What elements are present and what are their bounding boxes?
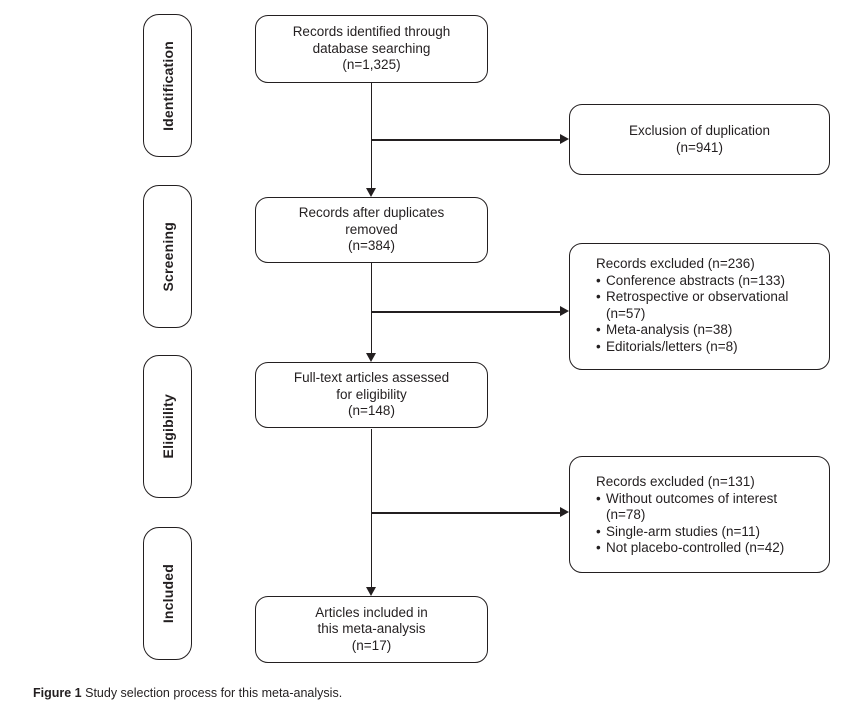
box-text-line: (n=384)	[348, 238, 395, 254]
box-records-excluded-screening: Records excluded (n=236) • Conference ab…	[569, 243, 830, 370]
box-text-line: for eligibility	[336, 386, 407, 402]
arrow-right-icon	[560, 507, 569, 518]
stage-eligibility: Eligibility	[143, 355, 192, 498]
stage-label: Screening	[159, 221, 176, 292]
bullet-icon: •	[596, 338, 601, 354]
box-text-line: (n=941)	[676, 139, 723, 155]
box-text-line: (n=17)	[351, 637, 392, 653]
box-exclusion-duplication: Exclusion of duplication (n=941)	[569, 104, 830, 175]
box-records-excluded-eligibility: Records excluded (n=131) • Without outco…	[569, 456, 830, 573]
stage-label: Eligibility	[159, 394, 176, 459]
excluded-heading: Records excluded (n=236)	[596, 256, 755, 271]
list-item: • Meta-analysis (n=38)	[596, 322, 821, 339]
bullet-icon: •	[596, 490, 601, 506]
box-text-line: Records identified through	[292, 24, 451, 40]
box-text-line: Articles included in	[315, 604, 428, 620]
box-text-line: database searching	[312, 40, 431, 56]
box-text-line: this meta-analysis	[317, 621, 426, 637]
bullet-icon: •	[596, 289, 601, 304]
arrow-down-icon	[365, 587, 376, 596]
stage-label: Identification	[159, 40, 176, 131]
stage-label: Included	[159, 563, 176, 624]
list-item-text: Single-arm studies (n=11)	[606, 523, 760, 539]
list-item: • Without outcomes of interest (n=78)	[596, 491, 821, 524]
list-item-text: Retrospective or observational (n=57)	[606, 289, 789, 321]
arrow-right-icon	[560, 134, 569, 145]
bullet-icon: •	[596, 322, 601, 337]
excluded-heading: Records excluded (n=131)	[596, 474, 755, 489]
box-text-line: (n=1,325)	[342, 57, 401, 73]
arrow-down-icon	[365, 188, 376, 197]
box-fulltext-assessed: Full-text articles assessed for eligibil…	[255, 362, 488, 428]
box-articles-included: Articles included in this meta-analysis …	[255, 596, 488, 663]
box-text-line: Full-text articles assessed	[293, 370, 450, 386]
box-records-identified: Records identified through database sear…	[255, 15, 488, 83]
list-item-text: Editorials/letters (n=8)	[606, 338, 738, 354]
bullet-icon: •	[596, 523, 601, 539]
figure-caption-label: Figure 1	[33, 686, 82, 700]
figure-caption: Figure 1 Study selection process for thi…	[33, 686, 342, 700]
stage-screening: Screening	[143, 185, 192, 328]
connector-line	[370, 83, 372, 189]
stage-identification: Identification	[143, 14, 192, 157]
list-item-text: Not placebo-controlled (n=42)	[606, 540, 785, 555]
box-text-line: removed	[345, 221, 398, 237]
arrow-right-icon	[560, 306, 569, 317]
box-text-line: Records after duplicates	[298, 205, 445, 221]
list-item: • Single-arm studies (n=11)	[596, 524, 821, 541]
box-text-line: Exclusion of duplication	[628, 123, 771, 138]
stage-included: Included	[143, 527, 192, 660]
connector-line	[371, 139, 561, 141]
bullet-icon: •	[596, 272, 601, 288]
connector-line	[371, 512, 561, 514]
arrow-down-icon	[365, 353, 376, 362]
bullet-icon: •	[596, 540, 601, 555]
figure-caption-text: Study selection process for this meta-an…	[85, 686, 343, 700]
list-item: • Conference abstracts (n=133)	[596, 273, 821, 290]
connector-line	[370, 263, 372, 354]
box-records-after-duplicates: Records after duplicates removed (n=384)	[255, 197, 488, 263]
list-item-text: Without outcomes of interest (n=78)	[606, 490, 778, 523]
list-item: • Editorials/letters (n=8)	[596, 339, 821, 356]
list-item: • Retrospective or observational (n=57)	[596, 289, 821, 322]
list-item-text: Conference abstracts (n=133)	[606, 272, 785, 288]
box-text-line: (n=148)	[348, 403, 395, 419]
list-item-text: Meta-analysis (n=38)	[606, 322, 733, 337]
connector-line	[371, 311, 561, 313]
connector-line	[370, 429, 372, 588]
list-item: • Not placebo-controlled (n=42)	[596, 540, 821, 557]
